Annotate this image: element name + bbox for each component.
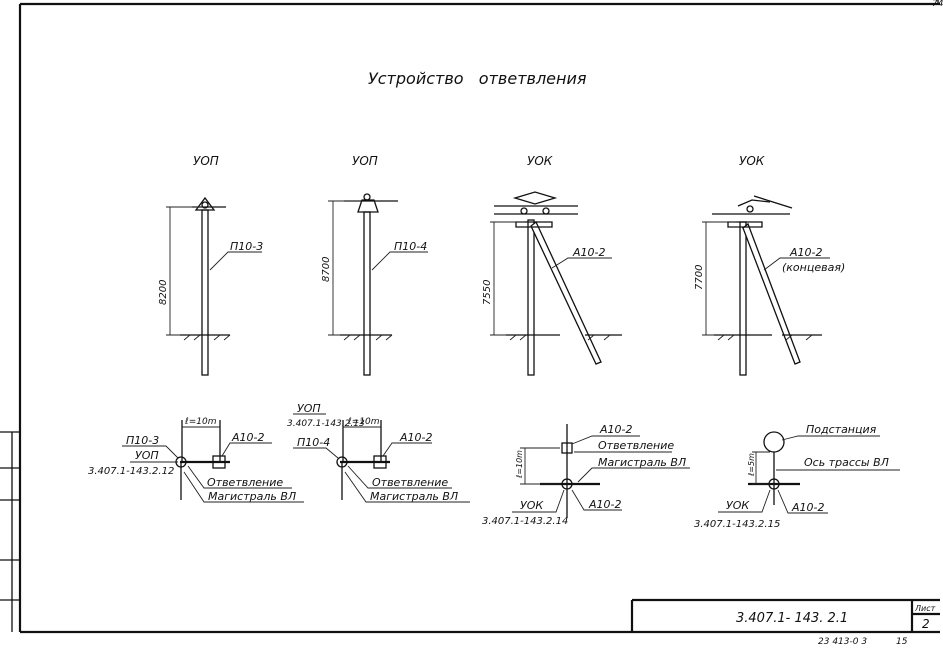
sheet-label: Лист: [914, 604, 936, 613]
plan-4-axis: Ось трассы ВЛ: [804, 456, 889, 469]
plan-2-dist: ℓ=10m: [347, 417, 380, 427]
pole-elevation-4: УОК 7700 А10-2 (концевая): [694, 154, 845, 376]
pole-mark-4-note: (концевая): [782, 261, 845, 274]
plan-2: ℓ=10m А10-2 УОП 3.407.1-143.2.13 П10-4 О…: [287, 402, 470, 503]
pole-mark-3: А10-2: [572, 246, 606, 259]
plan-3-branch: Ответвление: [598, 439, 674, 452]
plan-4-code: 3.407.1-143.2.15: [694, 519, 780, 530]
plan-3-dist: ℓ=10m: [515, 450, 524, 479]
pole-mark-1: П10-3: [230, 240, 263, 253]
plan-2-main: Магистраль ВЛ: [370, 490, 458, 503]
pole-elevation-1: УОП 8200 П10-3: [158, 154, 263, 376]
pole-height-4: 7700: [694, 265, 705, 290]
plan-4-substation: Подстанция: [806, 423, 877, 436]
plan-1-branch: Ответвление: [207, 476, 283, 489]
plan-4-anchor: А10-2: [791, 501, 825, 514]
pole-type-2: УОП: [352, 154, 378, 168]
plan-1-type: УОП: [135, 449, 159, 462]
plan-2-anchor: А10-2: [399, 431, 433, 444]
plan-4: ℓ=5m Подстанция Ось трассы ВЛ УОК А10-2 …: [694, 423, 900, 530]
plan-2-code: 3.407.1-143.2.13: [287, 419, 365, 429]
plan-3: ℓ=10m А10-2 Ответвление Магистраль ВЛ УО…: [482, 423, 690, 527]
plan-1-dist: ℓ=10m: [184, 417, 217, 427]
sheet-number: 2: [922, 617, 930, 631]
doc-code: 3.407.1- 143. 2.1: [736, 611, 848, 626]
pole-type-3: УОК: [527, 154, 553, 168]
pole-height-2: 8700: [321, 257, 332, 282]
plan-1-pole: П10-3: [126, 434, 159, 447]
page-title: Устройство ответвления: [368, 69, 587, 88]
plan-1-anchor: А10-2: [231, 431, 265, 444]
bottom-mark: 23 413-0 3: [818, 637, 867, 647]
plan-4-type: УОК: [726, 499, 750, 512]
pole-height-3: 7550: [482, 280, 493, 305]
plan-3-code: 3.407.1-143.2.14: [482, 516, 568, 527]
plan-1-main: Магистраль ВЛ: [208, 490, 296, 503]
pole-mark-2: П10-4: [394, 240, 427, 253]
pole-mark-4: А10-2: [789, 246, 823, 259]
plan-3-anchor-bottom: А10-2: [588, 498, 622, 511]
sheet-frame: [0, 0, 940, 634]
plan-1: ℓ=10m А10-2 П10-3 УОП 3.407.1-143.2.12 О…: [88, 417, 304, 503]
plan-2-branch: Ответвление: [372, 476, 448, 489]
corner-number: 74: [932, 0, 943, 9]
pole-type-4: УОК: [739, 154, 765, 168]
plan-3-main: Магистраль ВЛ: [598, 456, 686, 469]
plan-2-pole: П10-4: [297, 436, 330, 449]
pole-elevation-2: УОП 8700 П10-4: [321, 154, 428, 376]
pole-height-1: 8200: [158, 280, 169, 305]
plan-3-anchor-top: А10-2: [599, 423, 633, 436]
pole-elevation-3: УОК 7550 А10-2: [482, 154, 622, 376]
plan-2-type: УОП: [297, 402, 321, 415]
plan-3-type: УОК: [520, 499, 544, 512]
pole-type-1: УОП: [193, 154, 219, 168]
bottom-num: 15: [896, 637, 908, 647]
plan-1-code: 3.407.1-143.2.12: [88, 466, 174, 477]
plan-4-dist: ℓ=5m: [747, 453, 756, 477]
